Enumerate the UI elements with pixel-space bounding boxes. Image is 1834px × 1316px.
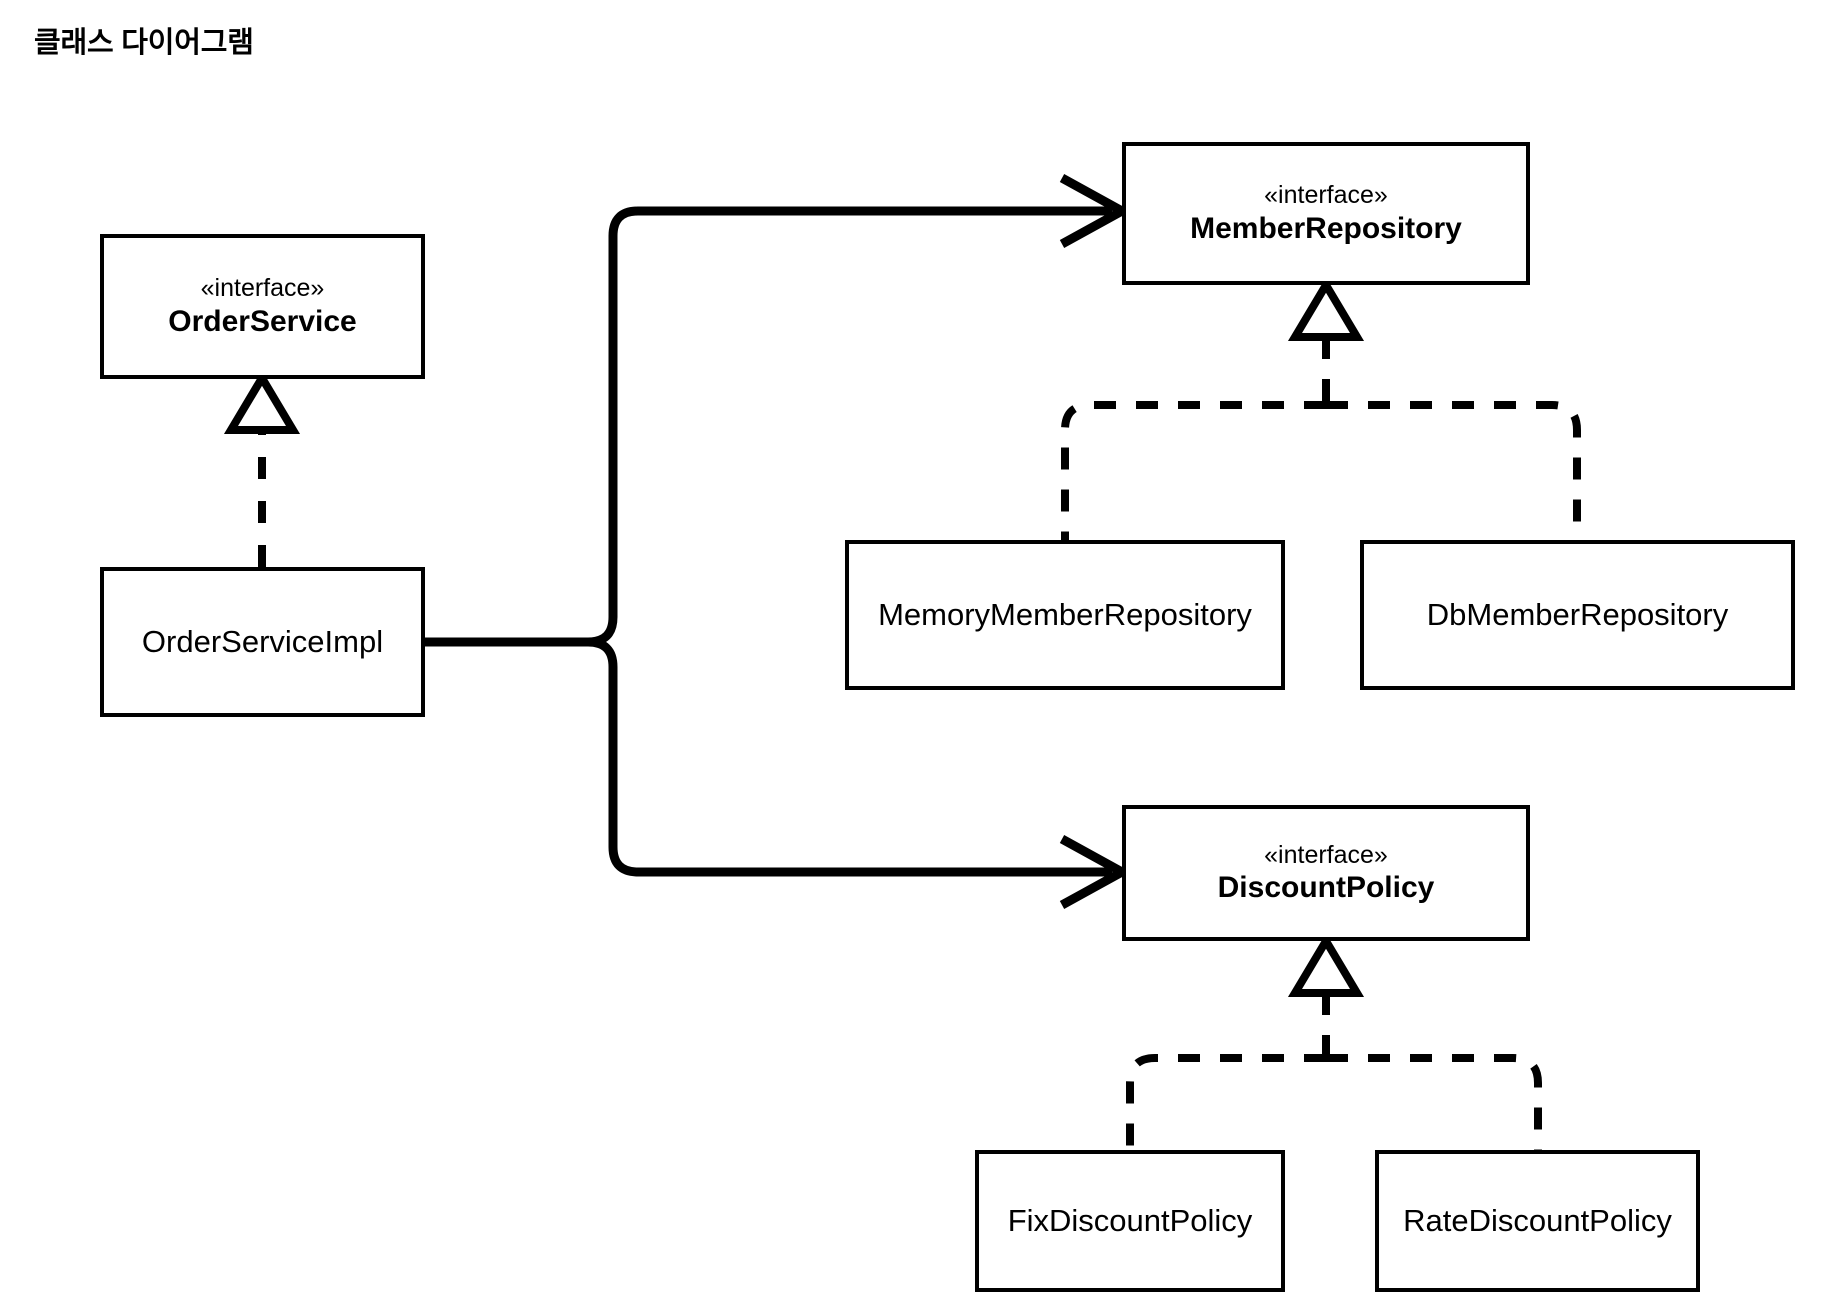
interface-name: OrderService bbox=[168, 304, 357, 338]
hollow-triangle-arrowhead bbox=[223, 370, 301, 434]
edge-policies-realize-discountpolicy bbox=[1126, 933, 1542, 1150]
class-box-discount-policy[interactable]: «interface» DiscountPolicy bbox=[1122, 805, 1530, 941]
stereotype-label: «interface» bbox=[200, 274, 325, 303]
interface-name: MemberRepository bbox=[1190, 211, 1462, 245]
class-box-member-repository[interactable]: «interface» MemberRepository bbox=[1122, 142, 1530, 285]
stereotype-label: «interface» bbox=[1264, 181, 1388, 210]
class-box-rate-discount-policy[interactable]: RateDiscountPolicy bbox=[1375, 1150, 1700, 1292]
class-box-order-service[interactable]: «interface» OrderService bbox=[100, 234, 425, 379]
class-box-memory-member-repository[interactable]: MemoryMemberRepository bbox=[845, 540, 1285, 690]
class-name: OrderServiceImpl bbox=[141, 624, 384, 660]
page-title: 클래스 다이어그램 bbox=[34, 27, 254, 59]
class-name: FixDiscountPolicy bbox=[1007, 1203, 1253, 1239]
hollow-triangle-arrowhead bbox=[1287, 933, 1365, 997]
edge-impl-realizes-orderservice bbox=[223, 370, 301, 567]
routed-line bbox=[587, 206, 1112, 647]
dashed-branch-left bbox=[1061, 401, 1326, 540]
class-box-fix-discount-policy[interactable]: FixDiscountPolicy bbox=[975, 1150, 1285, 1292]
class-name: DbMemberRepository bbox=[1426, 597, 1729, 633]
class-name: RateDiscountPolicy bbox=[1403, 1203, 1672, 1239]
routed-line bbox=[587, 637, 1112, 877]
dashed-branch-right bbox=[1326, 1054, 1542, 1150]
class-box-order-service-impl[interactable]: OrderServiceImpl bbox=[100, 567, 425, 717]
hollow-triangle-arrowhead bbox=[1287, 277, 1365, 341]
class-box-db-member-repository[interactable]: DbMemberRepository bbox=[1360, 540, 1795, 690]
class-name: MemoryMemberRepository bbox=[878, 597, 1252, 633]
stereotype-label: «interface» bbox=[1264, 840, 1388, 869]
dashed-branch-right bbox=[1326, 401, 1581, 540]
dashed-branch-left bbox=[1126, 1054, 1326, 1150]
edge-repositories-realize-memberrepository bbox=[1061, 277, 1581, 540]
interface-name: DiscountPolicy bbox=[1217, 871, 1435, 905]
